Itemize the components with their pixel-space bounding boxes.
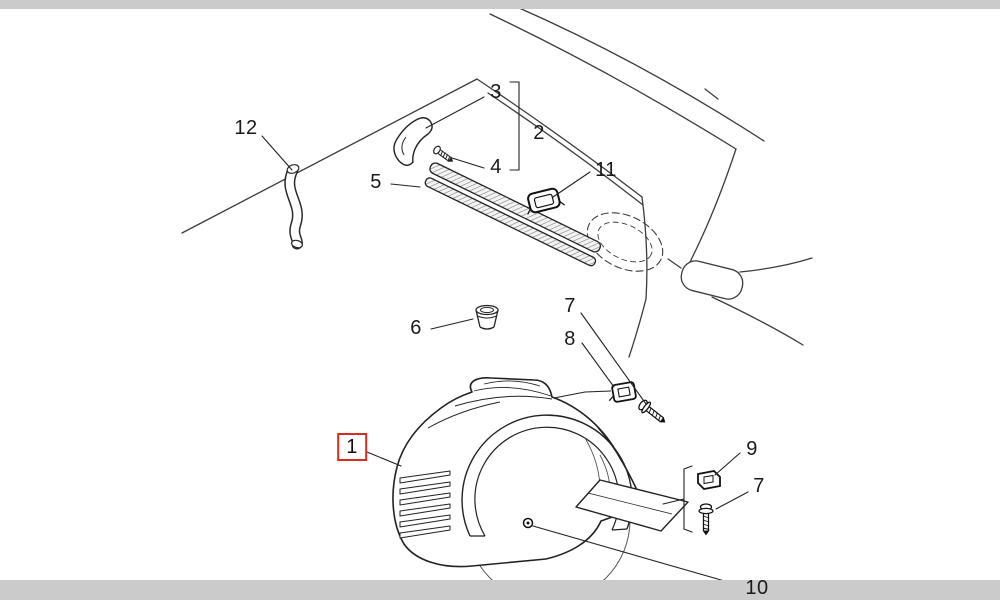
liner-louvers (399, 470, 451, 539)
part-7-screw-lower (698, 503, 714, 536)
part-3-end-cap (393, 117, 433, 166)
part-1-wheel-arch-liner (392, 377, 689, 568)
part-12-hose (284, 164, 303, 250)
part-11-clip (527, 187, 565, 215)
bottom-frame-bar (0, 580, 1000, 600)
part-6-grommet (475, 304, 499, 330)
callout-7-lower[interactable]: 7 (753, 475, 765, 497)
callout-1-selected[interactable]: 1 (337, 433, 367, 461)
leader-lines (261, 81, 749, 587)
callout-9[interactable]: 9 (746, 438, 758, 460)
car-body-outline (181, 6, 813, 358)
part-4-screw (433, 145, 454, 162)
callout-11[interactable]: 11 (595, 159, 617, 181)
callout-12[interactable]: 12 (234, 117, 258, 139)
callout-8[interactable]: 8 (564, 328, 576, 350)
bracket-group-9-7 (683, 465, 693, 533)
top-frame-bar (0, 0, 1000, 9)
callout-2[interactable]: 2 (533, 122, 545, 144)
part-8-clip-nut (608, 381, 637, 403)
part-10-fastener (522, 517, 534, 529)
bracket-group-2 (509, 81, 520, 171)
callout-6[interactable]: 6 (410, 317, 422, 339)
part-5-cowl-grille (424, 162, 602, 267)
callout-3[interactable]: 3 (490, 81, 502, 103)
liner-flange (575, 479, 689, 532)
steering-wheel-sketch (586, 212, 664, 272)
callout-10[interactable]: 10 (745, 577, 769, 599)
callout-7-upper[interactable]: 7 (564, 295, 576, 317)
part-9-clip (697, 470, 721, 490)
callout-5[interactable]: 5 (370, 171, 382, 193)
part-7-screw-upper (638, 399, 666, 423)
callout-4[interactable]: 4 (490, 156, 502, 178)
